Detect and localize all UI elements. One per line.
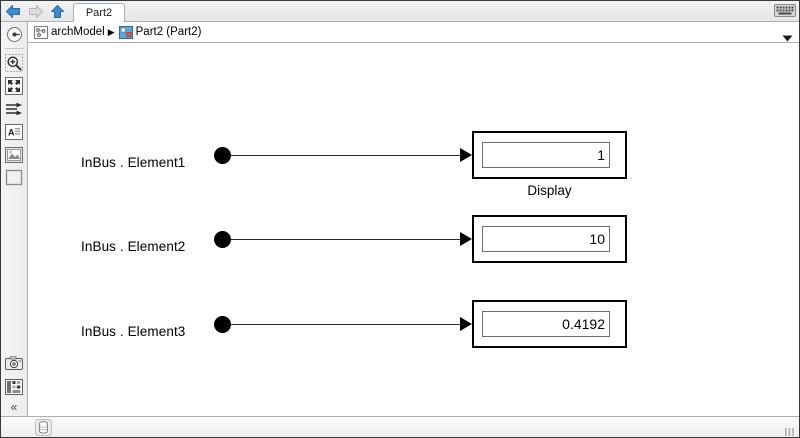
sidebar-item-navigate-up[interactable] xyxy=(4,24,25,45)
sidebar-divider xyxy=(4,48,24,49)
tab-bar: Part2 xyxy=(1,1,799,22)
forward-button[interactable] xyxy=(25,2,45,21)
sidebar-item-area-annotation[interactable] xyxy=(4,167,25,188)
display-value-1: 1 xyxy=(482,142,610,168)
zoom-in-icon xyxy=(5,53,23,72)
component-icon xyxy=(118,25,133,39)
signal-line-element2[interactable] xyxy=(231,239,460,240)
sidebar-item-zoom-in[interactable] xyxy=(4,52,25,73)
forward-arrow-icon xyxy=(28,5,43,18)
sidebar-item-text-annotation[interactable]: A xyxy=(4,121,25,142)
database-icon xyxy=(35,419,52,436)
canvas-toolbar: A xyxy=(1,22,28,417)
sidebar-item-legend[interactable] xyxy=(4,376,25,397)
breadcrumb-separator: ▶ xyxy=(107,26,115,37)
signal-line-element3[interactable] xyxy=(231,324,460,325)
signal-line-element1[interactable] xyxy=(231,155,460,156)
model-canvas[interactable]: InBus . Element1 1 Display InBus . Eleme… xyxy=(28,43,799,417)
model-icon xyxy=(34,25,48,39)
signal-arrowhead-element1 xyxy=(460,148,472,162)
signal-port-dot-element1[interactable] xyxy=(214,147,231,164)
navigate-up-icon xyxy=(6,27,22,42)
keyboard-icon[interactable] xyxy=(774,4,796,17)
sidebar-item-image-annotation[interactable] xyxy=(4,144,25,165)
signal-label-element1[interactable]: InBus . Element1 xyxy=(81,155,186,170)
back-button[interactable] xyxy=(3,2,23,21)
back-arrow-icon xyxy=(5,5,20,18)
breadcrumb: archModel ▶ Part2 (Part2) xyxy=(28,22,799,43)
display-block-3[interactable]: 0.4192 xyxy=(472,300,627,348)
breadcrumb-item-archmodel[interactable]: archModel xyxy=(34,25,105,39)
chevron-down-icon xyxy=(782,35,793,42)
signal-routing-icon xyxy=(6,102,22,115)
svg-text:A: A xyxy=(8,127,15,137)
annotation-text-icon: A xyxy=(5,123,23,140)
display-block-1[interactable]: 1 xyxy=(472,131,627,179)
up-button[interactable] xyxy=(47,2,67,21)
signal-label-element2[interactable]: InBus . Element2 xyxy=(81,239,186,254)
sidebar-bottom-group: « xyxy=(1,351,27,417)
tab-label: Part2 xyxy=(85,7,113,19)
breadcrumb-label-archmodel: archModel xyxy=(51,26,105,38)
signal-arrowhead-element2 xyxy=(460,232,472,246)
breadcrumb-item-part2[interactable]: Part2 (Part2) xyxy=(118,25,202,39)
fit-to-view-icon xyxy=(5,76,23,95)
signal-port-dot-element2[interactable] xyxy=(214,231,231,248)
resize-grip-icon[interactable] xyxy=(784,424,796,436)
annotation-area-icon xyxy=(5,169,23,186)
sidebar-item-signal-routing[interactable] xyxy=(4,98,25,119)
status-bar xyxy=(1,416,799,437)
signal-port-dot-element3[interactable] xyxy=(214,316,231,333)
display-value-2: 10 xyxy=(482,226,610,252)
camera-icon xyxy=(5,356,23,370)
sidebar-collapse-button[interactable]: « xyxy=(1,397,27,417)
display-block-1-caption: Display xyxy=(527,183,572,198)
breadcrumb-dropdown-button[interactable] xyxy=(782,29,793,47)
legend-icon xyxy=(5,378,23,395)
sidebar-item-fit-to-view[interactable] xyxy=(4,75,25,96)
up-arrow-icon xyxy=(50,5,64,18)
tab-part2[interactable]: Part2 xyxy=(73,3,125,22)
status-database-button[interactable] xyxy=(34,418,53,437)
sidebar-item-snapshot[interactable] xyxy=(4,353,25,374)
breadcrumb-label-part2: Part2 (Part2) xyxy=(135,26,202,38)
display-value-3: 0.4192 xyxy=(482,311,610,337)
signal-arrowhead-element3 xyxy=(460,317,472,331)
annotation-image-icon xyxy=(5,146,23,163)
navigation-buttons xyxy=(3,1,67,22)
display-block-2[interactable]: 10 xyxy=(472,215,627,263)
sidebar-collapse-label: « xyxy=(10,400,18,414)
signal-label-element3[interactable]: InBus . Element3 xyxy=(81,324,186,339)
